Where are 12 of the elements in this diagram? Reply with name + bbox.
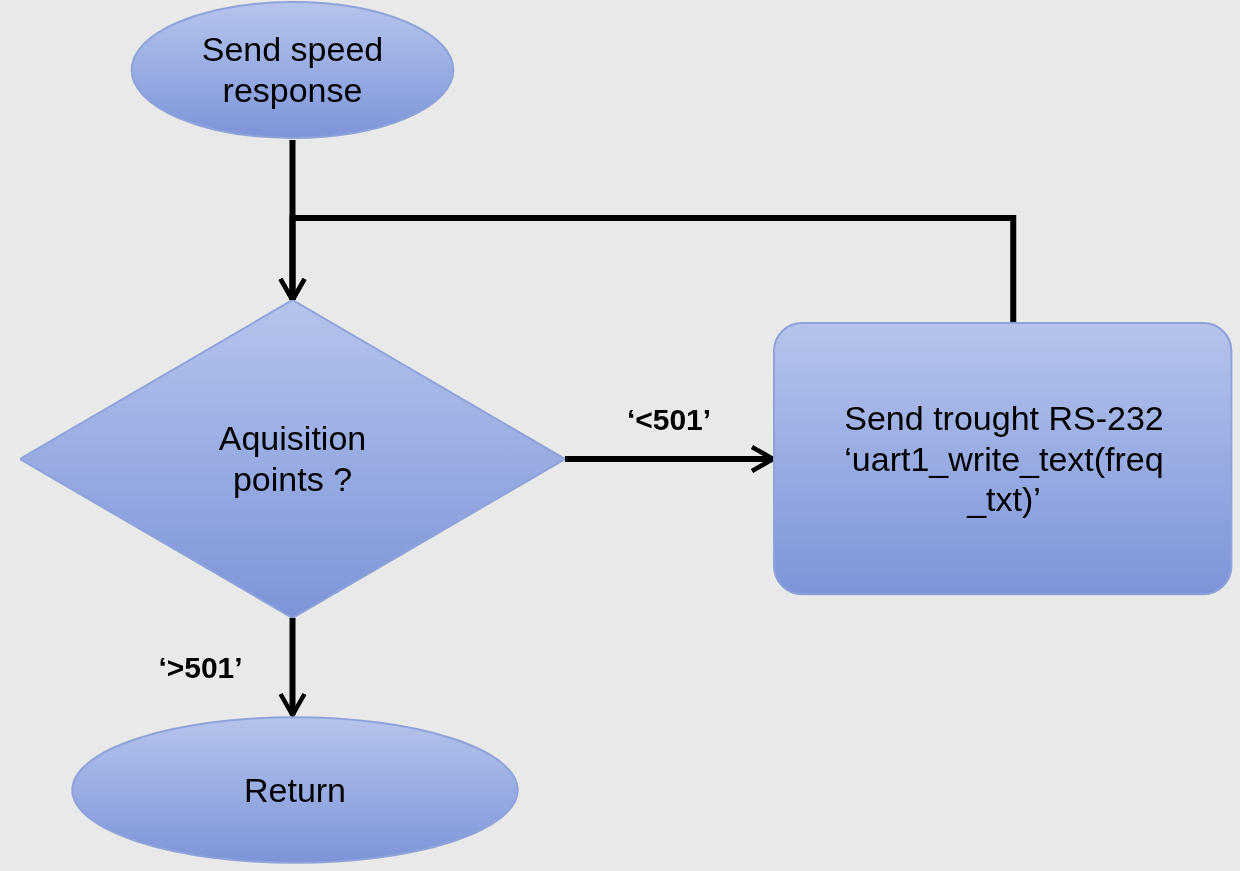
terminal-ellipse [130,0,455,140]
process-box [773,322,1235,596]
edge-label: ‘>501’ [158,649,243,685]
arrow [278,618,307,718]
node-text: Send speed response [200,29,385,111]
terminal-ellipse [70,715,520,865]
decision-diamond [20,300,565,618]
node-text: Send trought RS-232 ‘uart1_write_text(freq _txt)’ [843,397,1165,521]
node-text: Return [243,769,347,811]
node-text: Aquisition points ? [217,418,368,500]
edge-label: ‘<501’ [626,401,712,438]
arrow [278,215,1017,322]
